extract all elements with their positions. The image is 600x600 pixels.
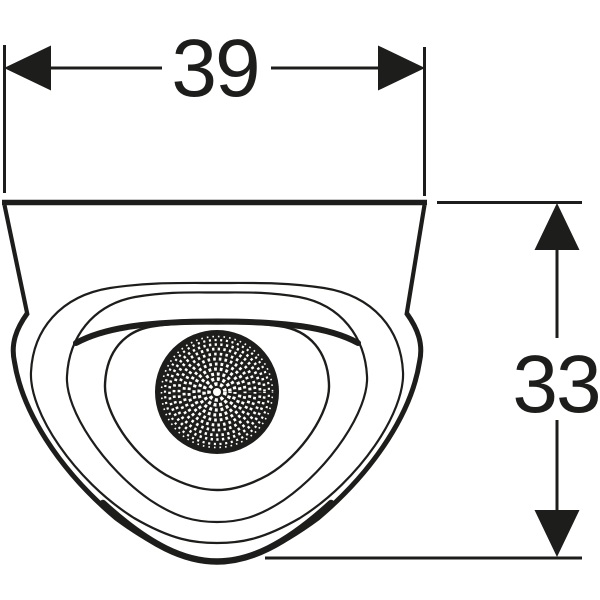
width-arrow-left-icon [4, 45, 51, 91]
urinal-rim-outer-curve [29, 281, 405, 545]
height-arrow-down-icon [534, 510, 580, 557]
drain-halftone-pattern [160, 335, 274, 449]
urinal-right-side [404, 204, 427, 316]
drain-center-highlight [213, 388, 221, 396]
width-dimension-label: 39 [171, 23, 258, 114]
height-dimension: 33 [265, 201, 600, 560]
urinal-left-side [2, 204, 30, 316]
urinal-rim-middle-curve [65, 291, 369, 524]
urinal-front-view [2, 199, 427, 565]
drain-strainer [155, 330, 279, 454]
width-arrow-right-icon [378, 45, 425, 91]
width-dimension: 39 [3, 23, 426, 196]
height-dimension-label: 33 [512, 339, 599, 430]
height-arrow-up-icon [534, 203, 580, 250]
urinal-outer-bowl-bottom-emphasis [99, 499, 335, 565]
urinal-inner-rim-arc [73, 318, 361, 346]
